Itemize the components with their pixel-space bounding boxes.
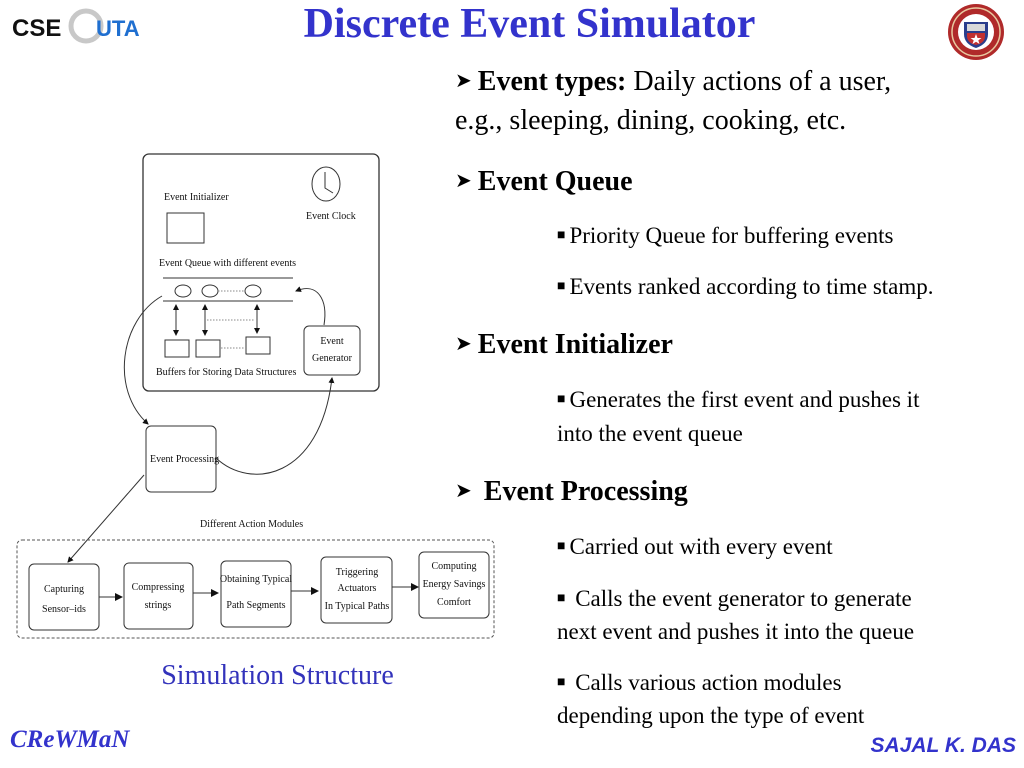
arrow-bullet-icon: ➤: [455, 170, 472, 192]
svg-text:In Typical Paths: In Typical Paths: [325, 601, 390, 612]
module-capturing: Capturing Sensor–ids: [28, 563, 100, 631]
clock-icon: [311, 166, 341, 202]
page-title: Discrete Event Simulator: [303, 1, 756, 47]
processing-to-modules-arrow: [67, 474, 145, 563]
university-seal-icon: [948, 4, 1004, 60]
event-generator-label-1: Event: [320, 336, 344, 347]
buffer-1: [164, 339, 190, 358]
sub-bullet: ■Carried out with every event: [557, 534, 833, 559]
sub-bullet: ■Generates the first event and pushes it: [557, 387, 920, 412]
queue-event-n: [244, 284, 262, 298]
processing-to-generator-arrow: [215, 377, 335, 475]
module-triggering-actuators: Triggering Actuators In Typical Paths: [320, 556, 393, 624]
event-queue-label: Event Queue with different events: [159, 258, 296, 269]
svg-text:Obtaining Typical: Obtaining Typical: [220, 574, 292, 585]
event-clock-label: Event Clock: [306, 211, 356, 222]
event-initializer-label: Event Initializer: [164, 192, 229, 203]
buffer-n: [245, 336, 271, 355]
cse-uta-logo: CSE UTA: [12, 8, 140, 44]
sub-bullet: ■ Calls various action modules: [557, 670, 842, 695]
footer-author: SAJAL K. DAS: [870, 734, 1016, 757]
sub-bullet: ■Priority Queue for buffering events: [557, 223, 894, 248]
svg-text:Comfort: Comfort: [437, 597, 471, 608]
svg-text:Computing: Computing: [431, 561, 476, 572]
arrow-bullet-icon: ➤: [455, 333, 472, 355]
svg-text:Capturing: Capturing: [44, 584, 84, 595]
sub-bullet: ■Events ranked according to time stamp.: [557, 274, 934, 299]
footer-lab-name: CReWMaN: [10, 726, 130, 753]
bullet-event-initializer: ➤Event Initializer: [455, 326, 673, 366]
buffers-label: Buffers for Storing Data Structures: [156, 367, 296, 378]
event-processing-box: [145, 425, 217, 493]
queue-event-1: [174, 284, 192, 298]
bullet-text: Daily actions of a user,: [626, 66, 892, 97]
svg-text:Actuators: Actuators: [338, 583, 377, 594]
sub-bullet-cont: next event and pushes it into the queue: [557, 619, 915, 644]
svg-text:Energy Savings: Energy Savings: [423, 579, 486, 590]
event-initializer-box: [166, 212, 205, 244]
event-generator-box: [303, 325, 361, 376]
square-bullet-icon: ■: [557, 591, 566, 606]
svg-text:Sensor–ids: Sensor–ids: [42, 604, 86, 615]
bullet-event-types-cont: e.g., sleeping, dining, cooking, etc.: [455, 105, 847, 136]
sub-bullet-cont: depending upon the type of event: [557, 703, 865, 728]
bullet-label: Event types:: [477, 66, 627, 97]
svg-text:Triggering: Triggering: [336, 567, 378, 578]
bullet-event-processing: ➤ Event Processing: [455, 473, 688, 513]
queue-to-processing-arrow: [123, 295, 163, 425]
diagram-caption: Simulation Structure: [161, 660, 394, 691]
square-bullet-icon: ■: [557, 279, 566, 294]
logo-text-cse: CSE: [12, 15, 61, 42]
event-processing-label: Event Processing: [150, 454, 219, 465]
svg-text:strings: strings: [145, 600, 172, 611]
svg-text:Path Segments: Path Segments: [226, 600, 285, 611]
simulation-structure-diagram: Event Initializer Event Clock Event Queu…: [16, 153, 495, 639]
arrow-bullet-icon: ➤: [455, 480, 472, 502]
square-bullet-icon: ■: [557, 228, 566, 243]
sub-bullet: ■ Calls the event generator to generate: [557, 586, 912, 611]
square-bullet-icon: ■: [557, 675, 566, 690]
module-computing-savings: Computing Energy Savings Comfort: [418, 551, 490, 619]
bullet-label: Event Queue: [477, 166, 633, 197]
svg-text:Compressing: Compressing: [132, 582, 185, 593]
square-bullet-icon: ■: [557, 539, 566, 554]
bullet-event-types: ➤Event types: Daily actions of a user,: [455, 63, 891, 103]
bullet-label: Event Initializer: [477, 329, 673, 360]
event-generator-label-2: Generator: [312, 353, 353, 364]
generator-to-queue-arrow: [295, 286, 326, 326]
logo-text-uta: UTA: [96, 16, 140, 41]
arrow-bullet-icon: ➤: [455, 70, 472, 92]
module-compressing: Compressing strings: [123, 562, 194, 630]
bullet-event-queue: ➤Event Queue: [455, 163, 633, 203]
bullet-label: Event Processing: [483, 476, 688, 507]
queue-event-2: [201, 284, 219, 298]
simulator-container: [142, 153, 380, 392]
sub-bullet-cont: into the event queue: [557, 421, 743, 446]
module-obtaining-paths: Obtaining Typical Path Segments: [220, 560, 292, 628]
square-bullet-icon: ■: [557, 392, 566, 407]
buffer-2: [195, 339, 221, 358]
action-modules-label: Different Action Modules: [200, 519, 303, 530]
